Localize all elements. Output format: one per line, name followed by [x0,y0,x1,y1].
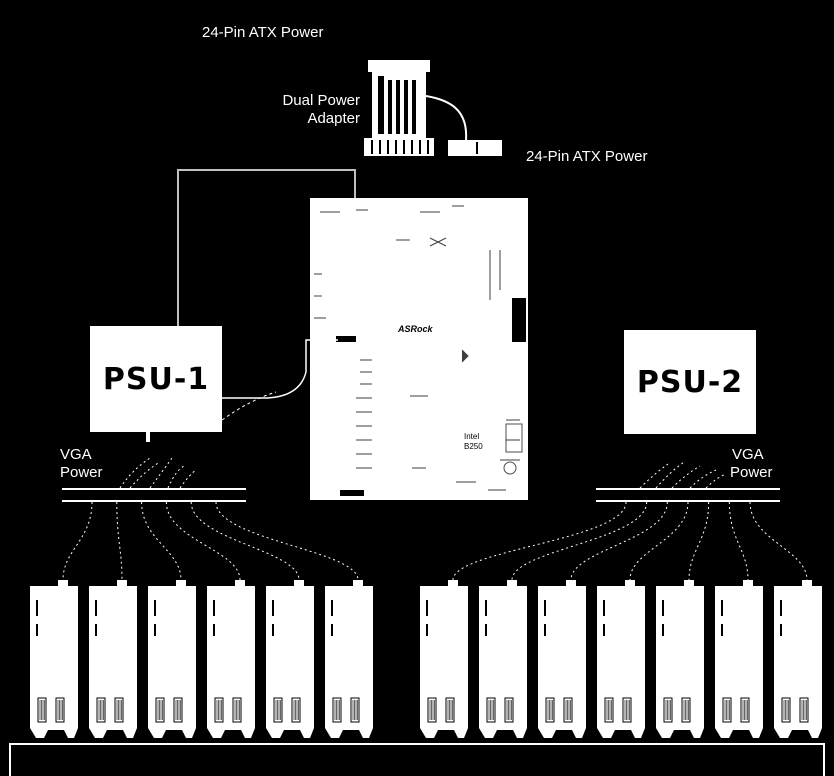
psu1-to-adapter-cable [177,169,356,326]
psu-2-box: PSU-2 [624,330,756,434]
vga-bundle-left [119,457,197,489]
vga-drop-wire [629,501,689,581]
atx-power-top-label: 24-Pin ATX Power [202,24,324,41]
vga-drop-wire [749,501,808,581]
gpu-card [148,580,196,738]
psu1-to-board-cable [222,339,338,399]
motherboard-chipset-line1: Intel [464,432,480,441]
gpu-card [89,580,137,738]
psu1-lower-lead [221,391,277,421]
dual-power-adapter [364,60,502,156]
motherboard-chipset: Intel B250 [464,432,483,452]
dual-power-adapter-label-line2: Adapter [307,110,360,127]
vga-drop-wire [452,501,627,581]
psu1-stub [146,432,150,442]
gpu-card [30,580,78,738]
vga-power-right-line1: VGA [732,446,764,463]
gpu-card [538,580,586,738]
vga-power-left-label: VGA Power [60,446,103,482]
psu-1-box: PSU-1 [90,326,222,432]
vga-drop-wires [62,501,808,581]
vga-drop-wire [141,501,182,581]
vga-rail-right [596,488,780,502]
gpu-card [325,580,373,738]
vga-drop-wire [728,501,749,581]
vga-rail-left [62,488,246,502]
vga-power-right-line2: Power [730,464,773,481]
vga-drop-wire [570,501,668,581]
motherboard-chipset-line2: B250 [464,442,483,451]
gpu-card [479,580,527,738]
gpu-card [266,580,314,738]
vga-drop-wire [688,501,710,581]
motherboard [310,198,528,500]
gpu-card [207,580,255,738]
motherboard-brand: ASRock [398,324,433,334]
vga-drop-wire [511,501,648,581]
gpu-card [420,580,468,738]
gpu-card [774,580,822,738]
vga-drop-wire [62,501,93,581]
rig-frame [9,743,825,776]
vga-drop-wire [215,501,359,581]
vga-bundle-right [639,461,727,489]
atx-power-right-label: 24-Pin ATX Power [526,148,648,165]
dual-power-adapter-label: Dual Power Adapter [242,92,360,128]
vga-drop-wire [190,501,300,581]
gpu-cards [30,580,822,738]
dual-power-adapter-label-line1: Dual Power [282,92,360,109]
vga-power-left-line1: VGA [60,446,92,463]
vga-power-left-line2: Power [60,464,103,481]
gpu-card [656,580,704,738]
vga-power-right-label: VGA Power [730,446,773,482]
gpu-card [597,580,645,738]
gpu-card [715,580,763,738]
vga-drop-wire [165,501,241,581]
vga-drop-wire [116,501,123,581]
